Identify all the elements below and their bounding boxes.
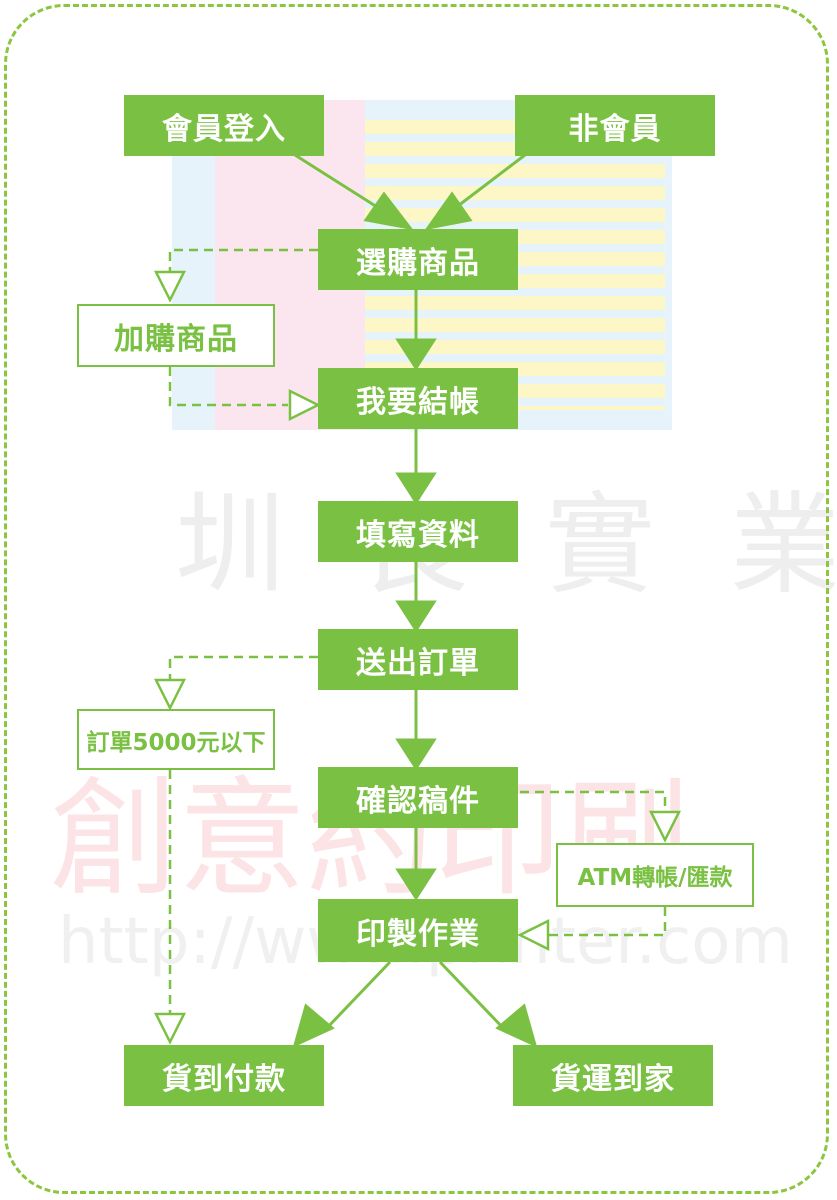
arrow-print-to-home — [438, 960, 507, 1032]
dashed-atm-to-print — [548, 907, 667, 937]
node-checkout: 我要結帳 — [318, 368, 518, 429]
node-fill-info: 填寫資料 — [318, 501, 518, 562]
dashed-confirm-to-atm — [520, 790, 667, 812]
arrowhead-print-to-home — [495, 1003, 538, 1048]
arrowhead-nonmember-to-select — [424, 191, 473, 231]
node-confirm-draft: 確認稿件 — [318, 767, 518, 828]
arrow-login-to-select — [294, 153, 386, 214]
arrowhead-login-to-select — [363, 191, 414, 231]
arrowhead-print-to-cod — [292, 1003, 335, 1048]
node-cash-on-delivery: 貨到付款 — [124, 1045, 324, 1106]
dashed-select-to-add — [168, 248, 318, 272]
arrowhead-checkout-to-fill — [395, 472, 437, 505]
node-printing: 印製作業 — [318, 899, 518, 962]
open-arrowhead-print — [517, 918, 550, 952]
node-home-delivery: 貨運到家 — [513, 1045, 713, 1106]
node-member-login: 會員登入 — [124, 95, 324, 156]
open-arrowhead-under — [153, 678, 187, 711]
arrowhead-fill-to-submit — [395, 600, 437, 633]
node-order-under-5000: 訂單5000元以下 — [77, 709, 275, 770]
arrowhead-submit-to-confirm — [395, 738, 437, 771]
open-arrowhead-cod — [153, 1012, 187, 1045]
dashed-add-to-checkout — [168, 367, 288, 407]
arrow-nonmember-to-select — [449, 153, 526, 214]
open-arrowhead-add — [153, 270, 187, 303]
arrow-print-to-cod — [323, 960, 392, 1032]
arrowhead-confirm-to-print — [395, 868, 437, 901]
node-add-product: 加購商品 — [77, 304, 275, 367]
node-select-product: 選購商品 — [318, 229, 518, 290]
dashed-submit-to-under — [168, 655, 318, 680]
dashed-frame — [4, 4, 829, 1194]
node-atm-transfer: ATM轉帳/匯款 — [556, 843, 754, 907]
node-non-member: 非會員 — [515, 95, 715, 156]
arrowhead-select-to-checkout — [395, 338, 437, 371]
open-arrowhead-checkout — [288, 388, 321, 422]
open-arrowhead-atm — [648, 810, 682, 843]
node-submit-order: 送出訂單 — [318, 629, 518, 690]
